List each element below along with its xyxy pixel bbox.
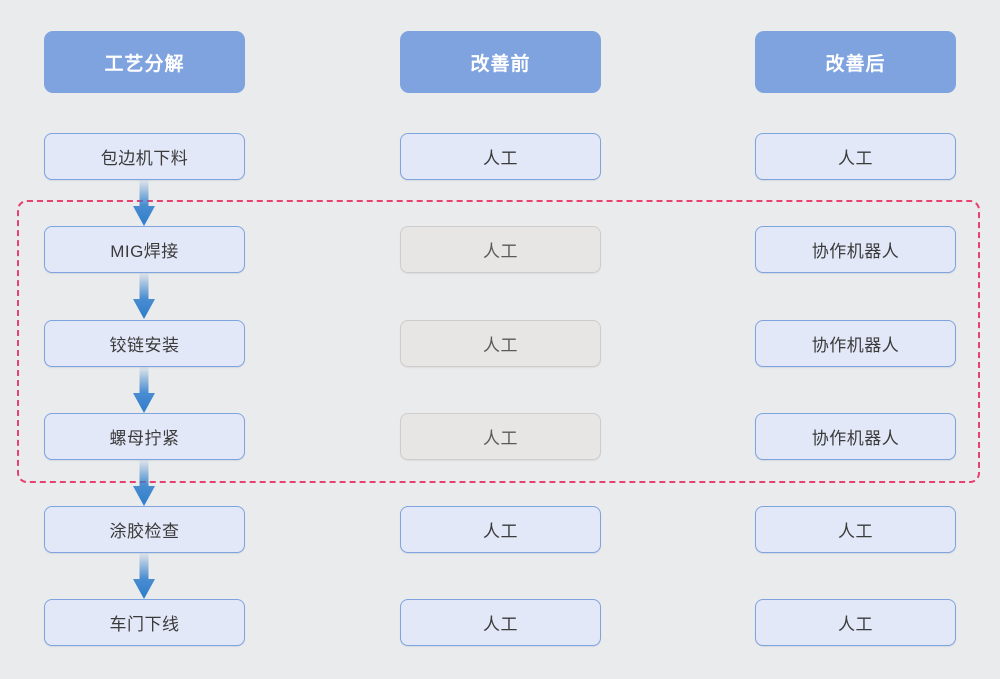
column-header-process-breakdown: 工艺分解 <box>44 31 245 93</box>
node-label: 人工 <box>483 149 518 168</box>
down-arrow-icon <box>131 180 157 226</box>
after-node-nut-tightening[interactable]: 协作机器人 <box>755 413 956 460</box>
node-label: 人工 <box>838 522 873 541</box>
node-label: 人工 <box>483 522 518 541</box>
node-label: 人工 <box>838 149 873 168</box>
column-header-after-improvement: 改善后 <box>755 31 956 93</box>
process-node-hemming-unload[interactable]: 包边机下料 <box>44 133 245 180</box>
node-label: 螺母拧紧 <box>109 429 180 448</box>
before-node-door-offline[interactable]: 人工 <box>400 599 601 646</box>
after-node-hinge-install[interactable]: 协作机器人 <box>755 320 956 367</box>
process-node-door-offline[interactable]: 车门下线 <box>44 599 245 646</box>
process-node-hinge-install[interactable]: 铰链安装 <box>44 320 245 367</box>
node-label: MIG焊接 <box>110 242 179 261</box>
node-label: 铰链安装 <box>109 336 180 355</box>
column-header-before-improvement: 改善前 <box>400 31 601 93</box>
before-node-hemming-unload[interactable]: 人工 <box>400 133 601 180</box>
node-label: 人工 <box>483 336 518 355</box>
after-node-hemming-unload[interactable]: 人工 <box>755 133 956 180</box>
node-label: 人工 <box>483 429 518 448</box>
before-node-glue-inspection[interactable]: 人工 <box>400 506 601 553</box>
node-label: 协作机器人 <box>811 336 900 355</box>
down-arrow-icon <box>131 553 157 599</box>
node-label: 车门下线 <box>109 615 180 634</box>
node-label: 人工 <box>838 615 873 634</box>
column-header-label: 工艺分解 <box>104 53 185 75</box>
node-label: 涂胶检查 <box>109 522 180 541</box>
process-node-mig-welding[interactable]: MIG焊接 <box>44 226 245 273</box>
down-arrow-icon <box>131 460 157 506</box>
after-node-mig-welding[interactable]: 协作机器人 <box>755 226 956 273</box>
node-label: 协作机器人 <box>811 242 900 261</box>
node-label: 人工 <box>483 615 518 634</box>
down-arrow-icon <box>131 367 157 413</box>
after-node-glue-inspection[interactable]: 人工 <box>755 506 956 553</box>
after-node-door-offline[interactable]: 人工 <box>755 599 956 646</box>
before-node-mig-welding[interactable]: 人工 <box>400 226 601 273</box>
column-header-label: 改善前 <box>470 53 531 75</box>
process-node-glue-inspection[interactable]: 涂胶检查 <box>44 506 245 553</box>
node-label: 人工 <box>483 242 518 261</box>
before-node-nut-tightening[interactable]: 人工 <box>400 413 601 460</box>
before-node-hinge-install[interactable]: 人工 <box>400 320 601 367</box>
process-node-nut-tightening[interactable]: 螺母拧紧 <box>44 413 245 460</box>
down-arrow-icon <box>131 273 157 319</box>
column-header-label: 改善后 <box>825 53 886 75</box>
node-label: 包边机下料 <box>100 149 189 168</box>
node-label: 协作机器人 <box>811 429 900 448</box>
